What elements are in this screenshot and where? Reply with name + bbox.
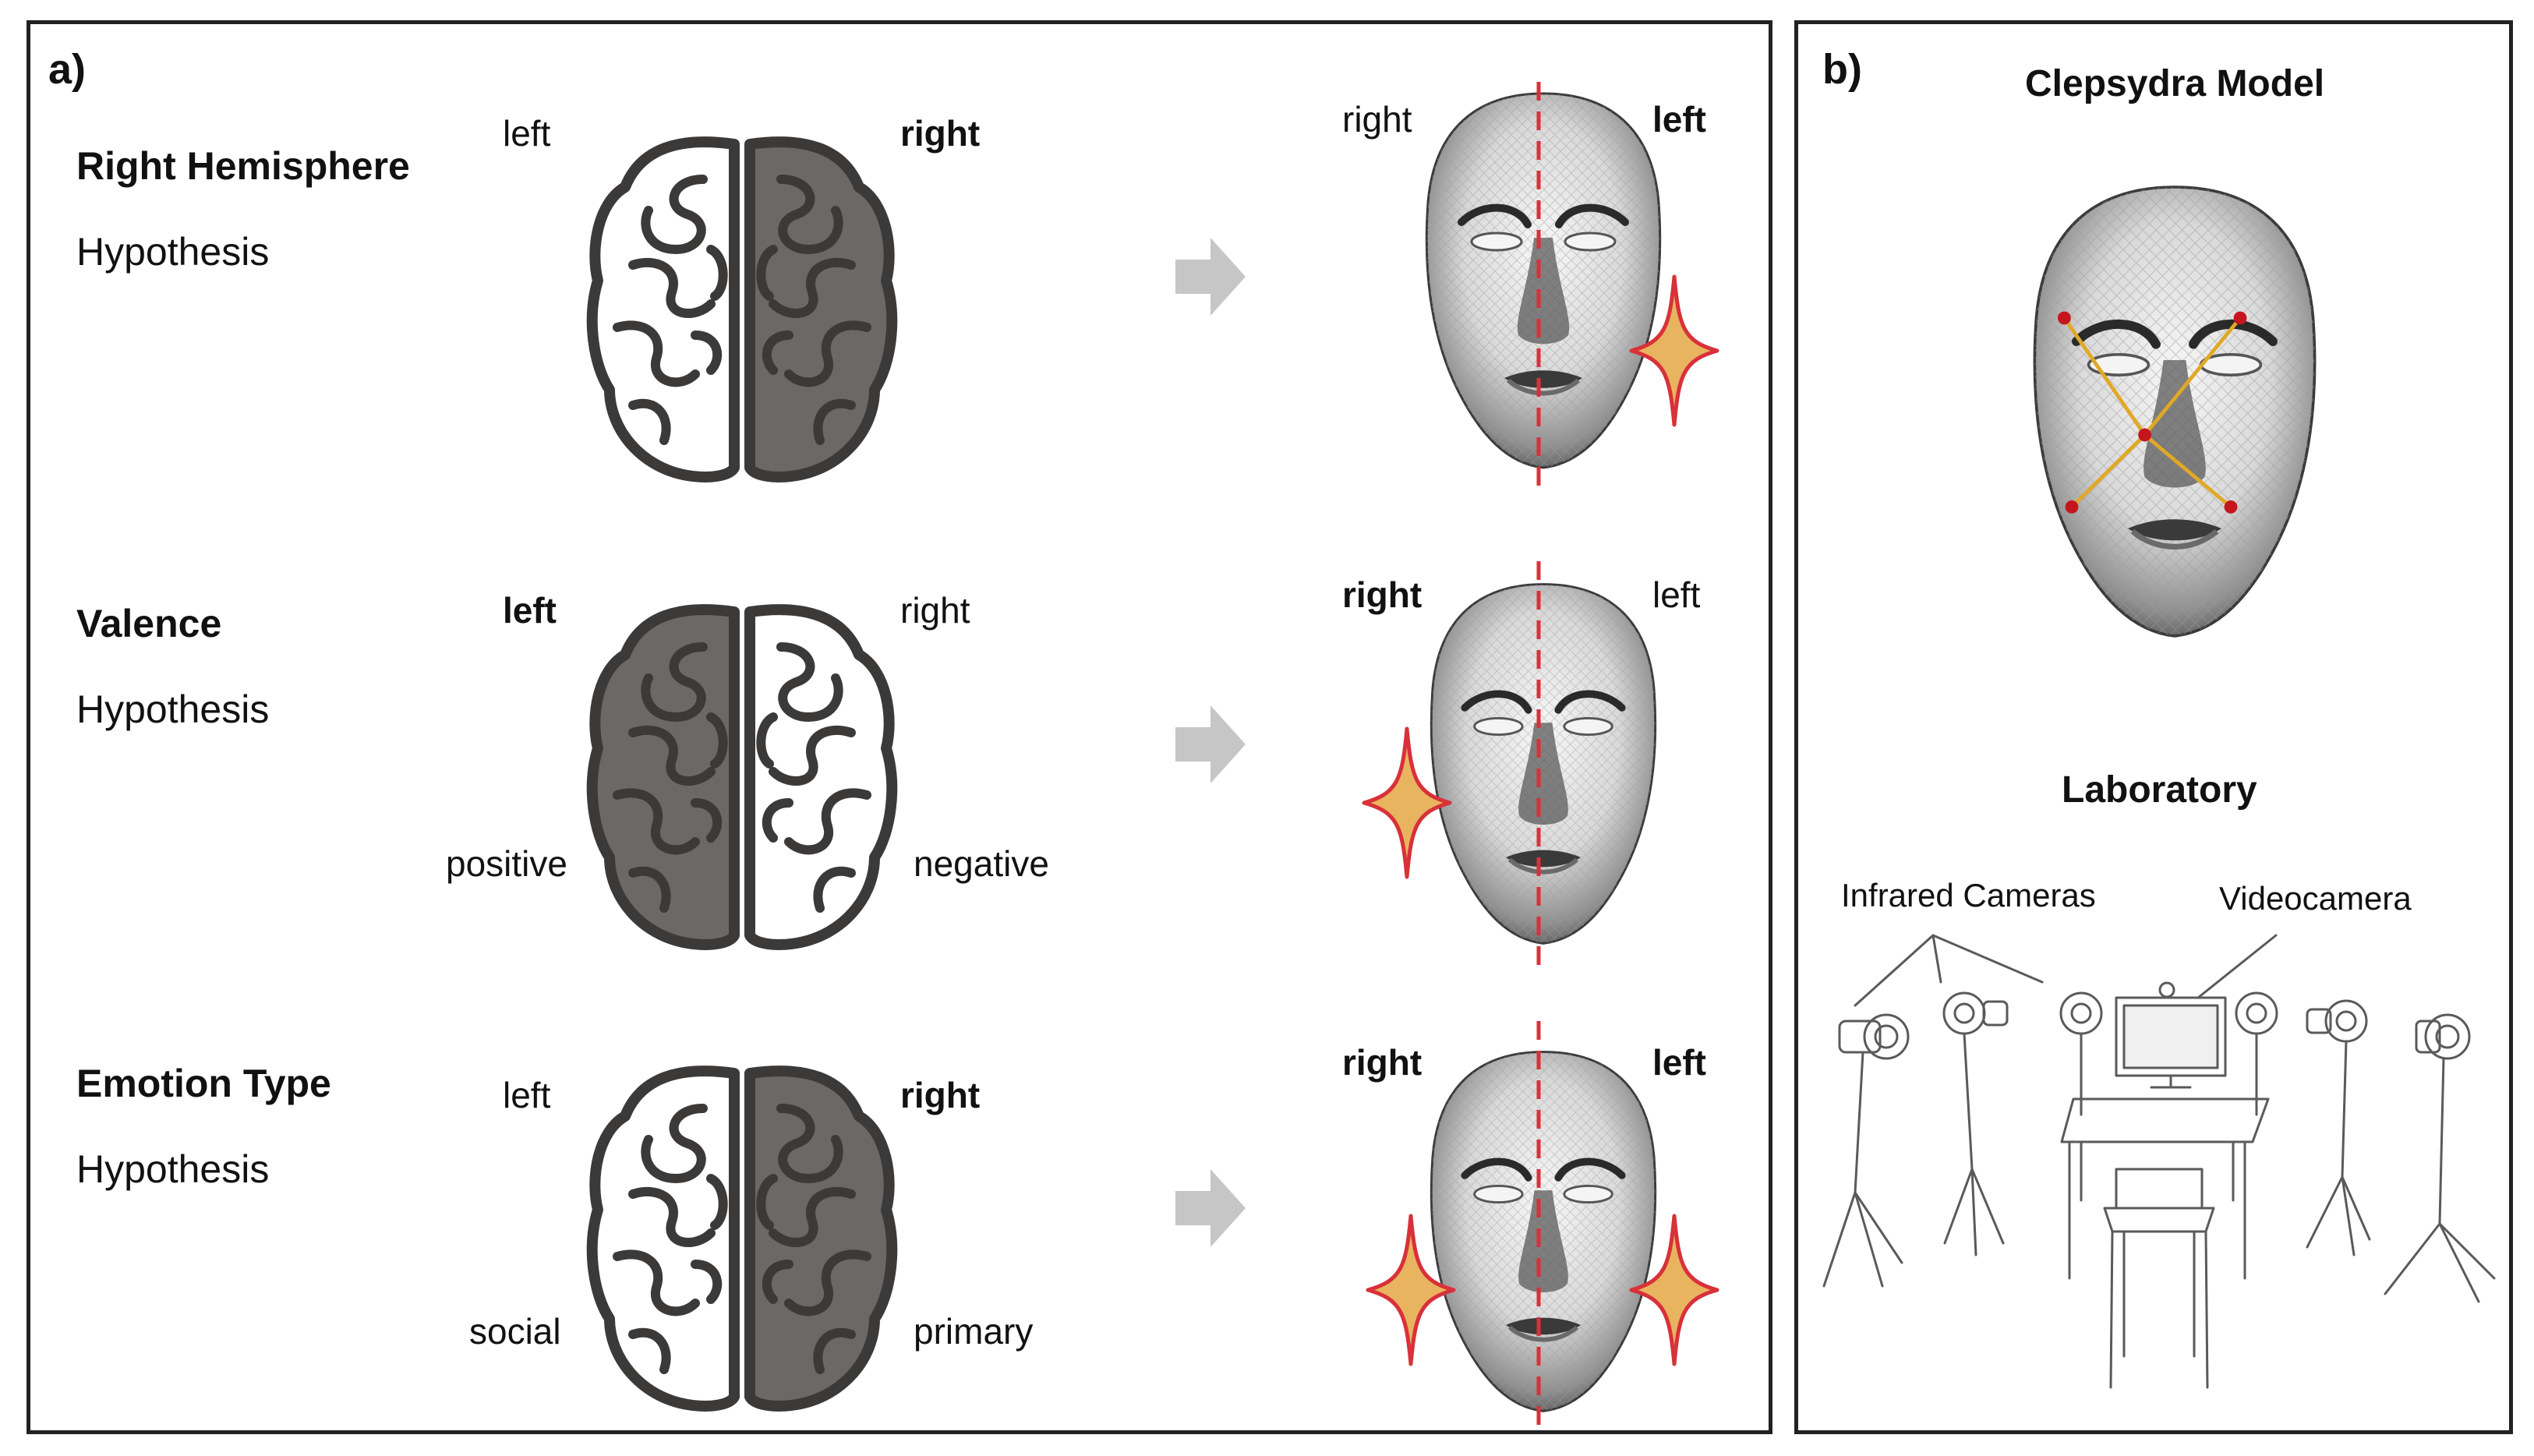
row3-face-left-label: left xyxy=(1652,1042,1706,1083)
row3-left-four-point-star-icon xyxy=(1364,1212,1458,1368)
clepsydra-point xyxy=(2065,500,2079,514)
clepsydra-face-mesh-icon xyxy=(2011,178,2338,645)
row3-arrow-right-icon xyxy=(1175,1169,1246,1247)
clepsydra-point xyxy=(2138,428,2151,442)
row1-title: Right Hemisphere xyxy=(76,144,410,188)
row2-face-mesh-icon xyxy=(1419,577,1668,951)
clepsydra-point xyxy=(2058,311,2071,325)
row3-brain-icon xyxy=(578,1054,906,1420)
row2-brain-icon xyxy=(578,592,906,959)
row2-brain-right-label: right xyxy=(900,590,970,631)
row2-midline xyxy=(1536,561,1541,967)
clepsydra-point xyxy=(2224,500,2238,514)
row3-right-four-point-star-icon xyxy=(1627,1212,1721,1368)
panel-a-letter: a) xyxy=(48,46,87,93)
monitor-icon xyxy=(2115,996,2227,1089)
row2-subtitle: Hypothesis xyxy=(76,687,270,731)
row3-title: Emotion Type xyxy=(76,1062,331,1105)
row2-brain-bottom-left-label: positive xyxy=(446,843,567,884)
videocamera-icon xyxy=(2158,981,2175,998)
chair-icon xyxy=(2103,1168,2215,1389)
row2-brain-left-label: left xyxy=(503,590,557,631)
row3-brain-bottom-left-label: social xyxy=(469,1311,561,1352)
infrared-camera-icon xyxy=(1942,991,2009,1256)
infrared-camera-icon xyxy=(2235,991,2278,1116)
row3-midline xyxy=(1536,1021,1541,1434)
laboratory-title: Laboratory xyxy=(2062,769,2257,811)
infrared-camera-icon xyxy=(1822,1013,1910,1288)
row1-brain-right-label: right xyxy=(900,113,981,154)
row3-brain-left-label: left xyxy=(503,1075,551,1115)
row3-subtitle: Hypothesis xyxy=(76,1147,270,1191)
infrared-camera-icon xyxy=(2059,991,2103,1116)
clepsydra-point xyxy=(2233,311,2247,325)
desk-icon xyxy=(2060,1097,2270,1280)
row1-arrow-right-icon xyxy=(1175,238,1246,316)
row1-subtitle: Hypothesis xyxy=(76,230,270,274)
row1-four-point-star-icon xyxy=(1627,273,1721,429)
row2-face-right-label: right xyxy=(1342,574,1423,615)
row2-title: Valence xyxy=(76,602,222,645)
row1-face-right-label: right xyxy=(1342,99,1412,140)
row2-face-left-label: left xyxy=(1652,574,1701,615)
row3-brain-right-label: right xyxy=(900,1075,981,1115)
videocamera-label: Videocamera xyxy=(2219,880,2412,917)
row3-brain-bottom-right-label: primary xyxy=(914,1311,1034,1352)
row2-four-point-star-icon xyxy=(1360,725,1454,881)
infrared-cameras-label: Infrared Cameras xyxy=(1841,877,2096,914)
row2-brain-bottom-right-label: negative xyxy=(914,843,1049,884)
row1-brain-left-label: left xyxy=(503,113,551,154)
row2-arrow-right-icon xyxy=(1175,705,1246,783)
row1-midline xyxy=(1536,82,1541,495)
panel-b-letter: b) xyxy=(1822,46,1862,93)
row1-face-left-label: left xyxy=(1652,99,1706,140)
row1-brain-icon xyxy=(578,125,906,491)
infrared-camera-icon xyxy=(2384,1013,2496,1303)
infrared-camera-icon xyxy=(2306,999,2371,1256)
clepsydra-lines xyxy=(2062,316,2242,509)
laboratory-illustration xyxy=(1822,934,2496,1389)
row3-face-right-label: right xyxy=(1342,1042,1423,1083)
clepsydra-model-title: Clepsydra Model xyxy=(2025,63,2325,104)
